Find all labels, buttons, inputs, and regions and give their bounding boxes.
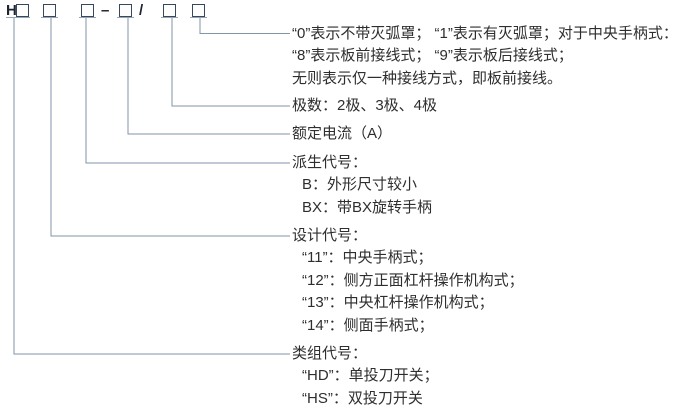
derived-code-item-b: B：外形尺寸较小 <box>302 176 418 194</box>
model-code-dash: – <box>101 2 110 19</box>
class-group-item-hd: “HD”：单投刀开关； <box>302 367 439 385</box>
derived-code-note: 派生代号： B：外形尺寸较小 BX：带BX旋转手柄 <box>292 152 432 219</box>
arc-cover-note: “0”表示不带灭弧罩； “1”表示有灭弧罩；对于中央手柄式： “8”表示板前接线… <box>292 23 678 90</box>
class-group-item-hs: “HS”：双投刀开关 <box>302 389 423 407</box>
poles-label: 极数：2极、3极、4极 <box>292 97 438 114</box>
design-code-item-13: “13”：中央杠杆操作机构式； <box>302 294 494 312</box>
connector-class-group-code <box>13 18 290 355</box>
connector-poles <box>171 18 290 107</box>
model-code-class-letter: H <box>6 2 17 19</box>
rated-current-note: 额定电流（A） <box>292 123 392 145</box>
model-code-box-class <box>16 4 29 17</box>
model-code-box-design <box>43 4 56 17</box>
arc-cover-note-line-3: 无则表示仅一种接线方式，即板前接线。 <box>292 69 563 87</box>
class-group-code-note: 类组代号： “HD”：单投刀开关； “HS”：双投刀开关 <box>292 343 439 408</box>
arc-cover-note-line-2: “8”表示板前接线式； “9”表示板后接线式； <box>292 47 573 65</box>
design-code-note: 设计代号： “11”：中央手柄式； “12”：侧方正面杠杆操作机构式； “13”… <box>292 225 524 337</box>
design-code-item-12: “12”：侧方正面杠杆操作机构式； <box>302 271 524 289</box>
model-code-box-poles <box>163 4 176 17</box>
code-underline-design <box>41 17 58 18</box>
code-underline-derived <box>79 17 96 18</box>
model-code-box-arc-cover <box>192 4 205 17</box>
rated-current-label: 额定电流（A） <box>292 125 393 142</box>
code-underline-arc-cover <box>190 17 207 18</box>
design-code-item-11: “11”：中央手柄式； <box>302 249 433 267</box>
connector-arc-cover <box>199 18 290 34</box>
model-code-box-current <box>119 4 132 17</box>
connector-rated-current <box>127 18 290 135</box>
design-code-title: 设计代号： <box>292 227 368 244</box>
code-underline-class <box>6 17 30 18</box>
connector-derived-code <box>85 18 290 164</box>
class-group-code-title: 类组代号： <box>292 345 368 362</box>
derived-code-item-bx: BX：带BX旋转手柄 <box>302 198 433 216</box>
connector-design-code <box>50 18 290 237</box>
design-code-item-14: “14”：侧面手柄式； <box>302 316 434 334</box>
derived-code-title: 派生代号： <box>292 154 368 171</box>
model-code-box-derived <box>81 4 94 17</box>
poles-note: 极数：2极、3极、4极 <box>292 95 437 117</box>
model-code-slash: / <box>139 2 144 19</box>
code-underline-current <box>117 17 134 18</box>
code-underline-poles <box>161 17 178 18</box>
arc-cover-note-line-1: “0”表示不带灭弧罩； “1”表示有灭弧罩；对于中央手柄式： <box>292 25 678 42</box>
